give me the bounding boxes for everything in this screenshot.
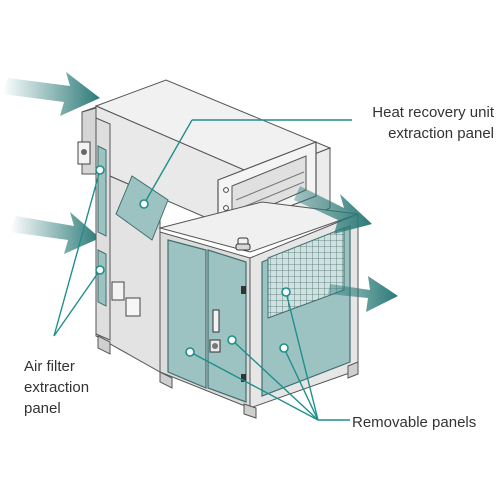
leader-air-filter-1 [53, 169, 101, 337]
callout-dot-panel-2 [227, 335, 237, 345]
leader-heat-recovery [143, 119, 193, 205]
airflow-arrow-in-top [2, 72, 100, 116]
callout-dots [95, 165, 291, 357]
label-air-filter-line2: extraction [24, 379, 90, 396]
callout-dot-filter-2 [95, 265, 105, 275]
airflow-arrow-in-bottom [10, 212, 100, 254]
leader-removable-2 [231, 339, 319, 421]
label-air-filter-line3: panel [24, 400, 61, 417]
label-air-filter-line1: Air filter [24, 358, 75, 375]
leader-removable-1 [189, 351, 319, 421]
unit-feet [97, 335, 359, 419]
callout-dot-filter-1 [95, 165, 105, 175]
label-heat-recovery: Heat recovery unit extraction panel [334, 102, 494, 144]
leader-air-filter-2 [53, 269, 101, 337]
air-filter-slot-lower [97, 249, 107, 307]
callout-dot-heat [139, 199, 149, 209]
label-removable-panels: Removable panels [352, 412, 476, 433]
air-filter-slot-upper [97, 145, 107, 237]
callout-dot-panel-3 [281, 287, 291, 297]
callout-dot-panel-4 [279, 343, 289, 353]
airflow-arrow-out-top [294, 186, 372, 234]
airflow-arrow-out-bottom [328, 276, 398, 312]
removable-panel-right [261, 225, 351, 397]
label-removable-line1: Removable panels [352, 414, 477, 431]
label-heat-recovery-line1: Heat recovery unit [372, 104, 494, 121]
control-box [77, 141, 141, 317]
leader-lines [53, 119, 352, 421]
label-heat-recovery-line2: extraction panel [388, 125, 494, 142]
leader-removable-4 [283, 347, 319, 421]
removable-panel-door-right [207, 249, 247, 403]
callout-dot-panel-1 [185, 347, 195, 357]
label-air-filter: Air filter extraction panel [24, 356, 89, 419]
removable-panel-door-left [167, 239, 207, 389]
drain-cap [235, 237, 251, 251]
leader-removable-3 [285, 291, 319, 421]
